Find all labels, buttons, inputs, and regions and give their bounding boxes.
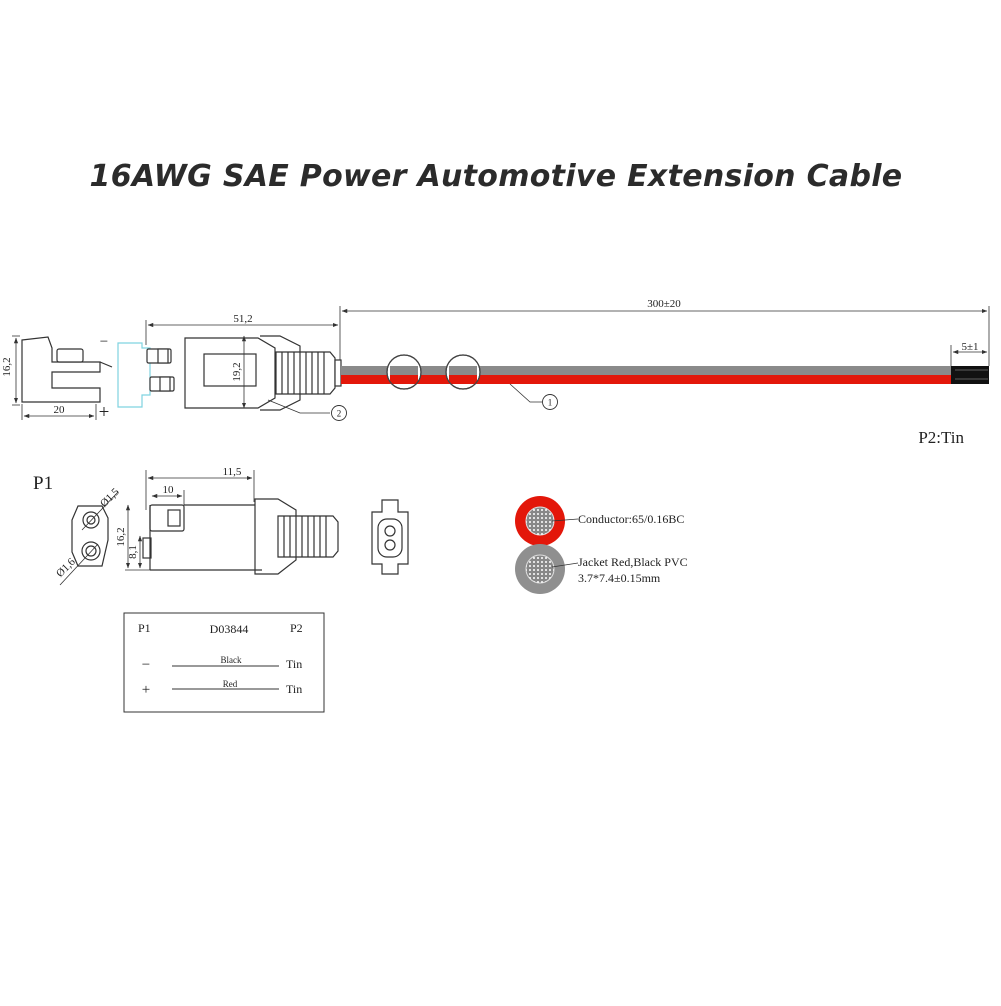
dim-connector-length: 51,2 — [233, 313, 252, 325]
table-row: − Black Tin — [142, 655, 302, 673]
dim-pin-dia-top: Ø1,5 — [98, 486, 122, 510]
dim-pin-length: 10 — [163, 484, 175, 496]
cable — [341, 354, 989, 390]
row-pin-symbol: + — [142, 682, 150, 698]
row-wire-color: Red — [223, 679, 238, 689]
mating-outline — [117, 342, 151, 408]
row-wire-color: Black — [221, 655, 242, 665]
table-header-p1: P1 — [138, 621, 151, 635]
jacket-spec: Jacket Red,Black PVC — [578, 555, 688, 569]
table-row: + Red Tin — [142, 679, 302, 698]
minus-sign-label: − — [100, 334, 108, 350]
cross-section-leaders — [551, 518, 579, 568]
strain-relief-boot — [275, 351, 342, 395]
connector-pins — [146, 348, 175, 392]
dim-pin-pitch: 8,1 — [127, 545, 139, 559]
conductor-spec: Conductor:65/0.16BC — [578, 512, 684, 526]
p2-tin-label: P2:Tin — [918, 428, 964, 447]
dim-overall-length: 11,5 — [223, 466, 242, 478]
dim-height-16-2: 16,2 — [1, 357, 13, 376]
left-connector-body — [21, 336, 113, 403]
row-termination: Tin — [286, 682, 302, 696]
dim-boot-height: 19,2 — [231, 362, 243, 381]
p1-label: P1 — [33, 473, 53, 494]
connector-end-view — [371, 499, 409, 575]
row-pin-symbol: − — [142, 657, 150, 673]
dim-width-20: 20 — [54, 404, 66, 416]
callout-circles — [331, 394, 558, 421]
side-view — [21, 335, 342, 411]
side-view-dimensions — [12, 306, 990, 420]
front-face-dimensions — [59, 491, 119, 586]
side-detail-dimensions — [125, 470, 255, 571]
wiring-table: P1 D03844 P2 − Black Tin + Red Tin — [123, 612, 325, 713]
plus-sign-label: + — [99, 402, 110, 423]
row-termination: Tin — [286, 657, 302, 671]
cable-size-spec: 3.7*7.4±0.15mm — [578, 571, 661, 585]
dim-detail-height: 16,2 — [115, 527, 127, 546]
table-header-p2: P2 — [290, 621, 303, 635]
connector-front-face — [71, 505, 109, 567]
cable-cross-section — [515, 496, 565, 594]
dim-strip-length: 5±1 — [961, 341, 978, 353]
dim-cable-length: 300±20 — [647, 298, 681, 310]
callout-2-label: 2 — [337, 409, 342, 419]
connector-side-detail — [142, 498, 339, 575]
cable-break-symbol — [386, 354, 481, 390]
callout-1-label: 1 — [548, 398, 553, 408]
drawing-title: 16AWG SAE Power Automotive Extension Cab… — [90, 159, 903, 194]
table-part-number: D03844 — [210, 622, 249, 636]
